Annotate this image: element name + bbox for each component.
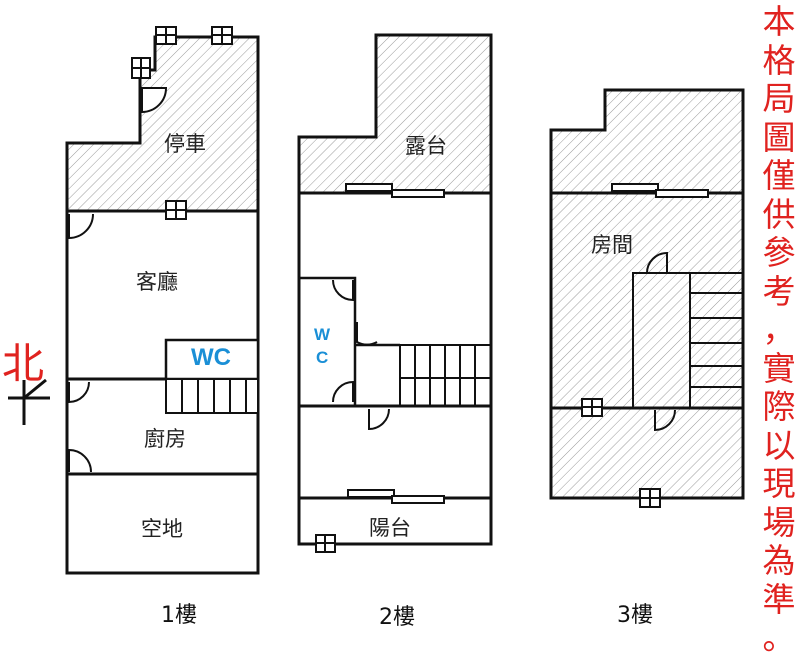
window-icon <box>639 488 661 508</box>
floor-2-plan <box>297 33 493 553</box>
door-kitchen-bottom <box>68 448 92 473</box>
floor-3-outline <box>549 88 745 500</box>
room-label-terrace: 露台 <box>405 134 447 158</box>
floor-1-plan <box>65 26 260 575</box>
north-arrow-icon <box>8 378 50 425</box>
floor-label-1: 1樓 <box>161 603 197 628</box>
door-kitchen-top <box>68 381 90 404</box>
door-parking <box>141 87 168 114</box>
disclaimer-char: 為 <box>762 541 796 580</box>
stairs-floor-2 <box>400 344 491 406</box>
disclaimer-char: ， <box>762 310 796 349</box>
disclaimer-char: 參 <box>762 233 796 272</box>
disclaimer-char: 準 <box>762 579 796 619</box>
disclaimer-char: 實 <box>762 348 796 388</box>
room-label-living: 客廳 <box>136 270 178 294</box>
room-label-yard: 空地 <box>141 517 183 541</box>
terrace-area <box>299 35 491 193</box>
disclaimer-char: 僅 <box>762 156 796 195</box>
floor-label-2: 2樓 <box>379 605 415 630</box>
floor-2-outline <box>297 33 493 546</box>
disclaimer-char: 際 <box>762 387 796 426</box>
room-label-wc-w: W <box>314 325 331 344</box>
disclaimer-char: 考 <box>762 271 796 311</box>
window-icon <box>155 26 177 45</box>
room-label-kitchen: 廚房 <box>144 427 186 451</box>
floor-label-3: 3樓 <box>617 603 653 628</box>
window-icon <box>581 398 603 417</box>
disclaimer-char: 以 <box>762 425 796 465</box>
disclaimer-char: 局 <box>762 79 796 118</box>
room-label-balcony: 陽台 <box>369 516 411 540</box>
window-icon <box>131 57 151 79</box>
room-label-room: 房間 <box>591 233 633 257</box>
room-label-parking: 停車 <box>164 132 206 156</box>
stairs-floor-1 <box>165 378 259 414</box>
floor-plan-drawing <box>8 26 745 575</box>
disclaimer-char: 格 <box>762 40 796 80</box>
window-icon <box>165 200 187 220</box>
parking-area <box>67 37 258 211</box>
door-living <box>68 213 94 240</box>
wc-room <box>164 338 260 381</box>
disclaimer-char: 圖 <box>762 117 796 157</box>
window-icon <box>315 534 336 553</box>
window-icon <box>211 26 233 45</box>
disclaimer-char: 供 <box>762 194 796 234</box>
disclaimer-char: 場 <box>762 502 796 542</box>
wc-room-floor-2 <box>297 276 357 408</box>
room-label-wc: WC <box>191 344 231 371</box>
stairs-floor-3 <box>632 272 744 409</box>
disclaimer-text: 本 格 局 圖 僅 供 參 考 ， 實 際 以 現 場 為 準 。 <box>758 2 800 658</box>
north-label: 北 <box>2 339 45 388</box>
room-label-wc-c: C <box>316 348 329 367</box>
disclaimer-char: 本 <box>762 2 796 41</box>
disclaimer-char: 現 <box>762 464 796 503</box>
floor-3-plan <box>549 88 745 508</box>
